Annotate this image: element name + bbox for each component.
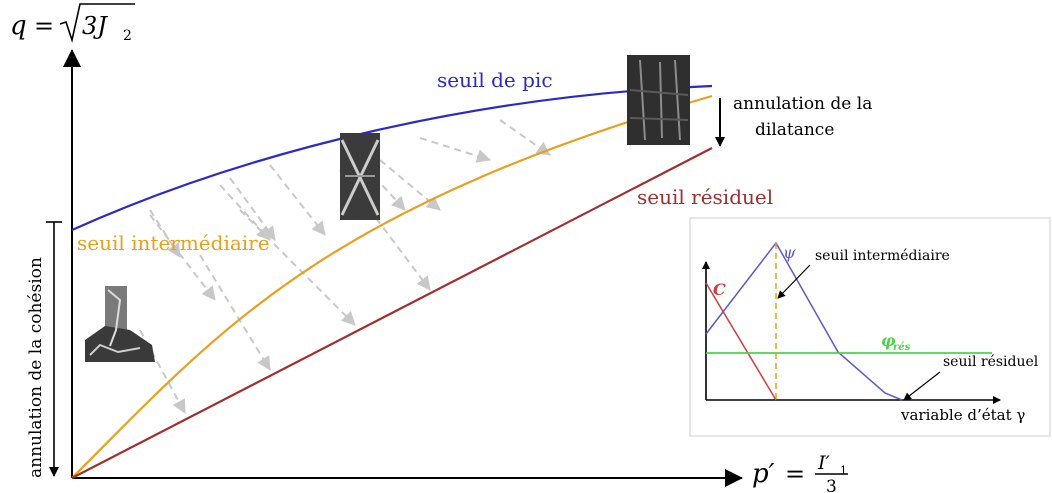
- x-label-p: p′: [752, 459, 775, 489]
- inset-residual-pointer: [903, 371, 941, 401]
- intermediate-threshold-curve: [71, 94, 713, 479]
- dilatancy-text-line1: annulation de la: [733, 94, 872, 114]
- intermediate-label: seuil intermédiaire: [77, 231, 270, 255]
- residual-label: seuil résiduel: [637, 185, 773, 209]
- inset-residual-label: seuil résiduel: [943, 354, 1039, 370]
- transition-arrow: [149, 209, 181, 258]
- inset-phi-label: φ: [881, 331, 896, 350]
- sqrt-sign: [59, 3, 135, 43]
- peak-threshold-curve: [71, 84, 713, 232]
- transition-arrows: [139, 119, 551, 414]
- transition-arrow: [269, 164, 326, 236]
- x-label-den: 3: [826, 477, 837, 493]
- y-axis-label: q = 3J 2: [10, 3, 135, 44]
- inset-xaxis-label: variable d’état γ: [900, 406, 1025, 424]
- y-label-eq: =: [34, 12, 54, 40]
- specimen-residual-image: [85, 286, 155, 362]
- dilatancy-text-line2: dilatance: [755, 120, 834, 140]
- inset-panel: C ψ φ rés seuil intermédiaire seuil rési…: [689, 217, 1051, 437]
- inset-psi-label: ψ: [783, 243, 796, 262]
- transition-arrow: [229, 177, 276, 241]
- inset-phi-sub: rés: [893, 342, 911, 353]
- peak-label: seuil de pic: [437, 68, 553, 92]
- transition-arrow: [239, 209, 356, 326]
- inset-c-curve: [705, 282, 777, 401]
- transition-arrow: [499, 119, 551, 156]
- inset-intermediate-pointer: [777, 264, 811, 299]
- x-label-eq: =: [785, 460, 805, 488]
- inset-c-label: C: [713, 280, 726, 299]
- transition-arrow: [199, 254, 271, 371]
- y-label-q: q: [10, 11, 27, 41]
- transition-arrow: [379, 159, 441, 211]
- x-label-num-sub: 1: [840, 464, 847, 477]
- specimen-peak-image: [627, 55, 690, 145]
- transition-arrow: [419, 137, 491, 163]
- specimen-intermediate-image: [340, 133, 380, 220]
- inset-psi-curve: [705, 241, 903, 401]
- cohesion-text: annulation de la cohésion: [26, 257, 46, 478]
- y-label-sub: 2: [123, 28, 132, 44]
- transition-arrow: [149, 214, 216, 301]
- inset-intermediate-label: seuil intermédiaire: [815, 248, 950, 264]
- x-label-num: I′: [817, 452, 831, 474]
- residual-threshold-curve: [71, 147, 713, 479]
- x-axis-label: p′ = I′ 1 3: [752, 452, 848, 493]
- y-label-sqrt-content: 3J: [82, 12, 108, 40]
